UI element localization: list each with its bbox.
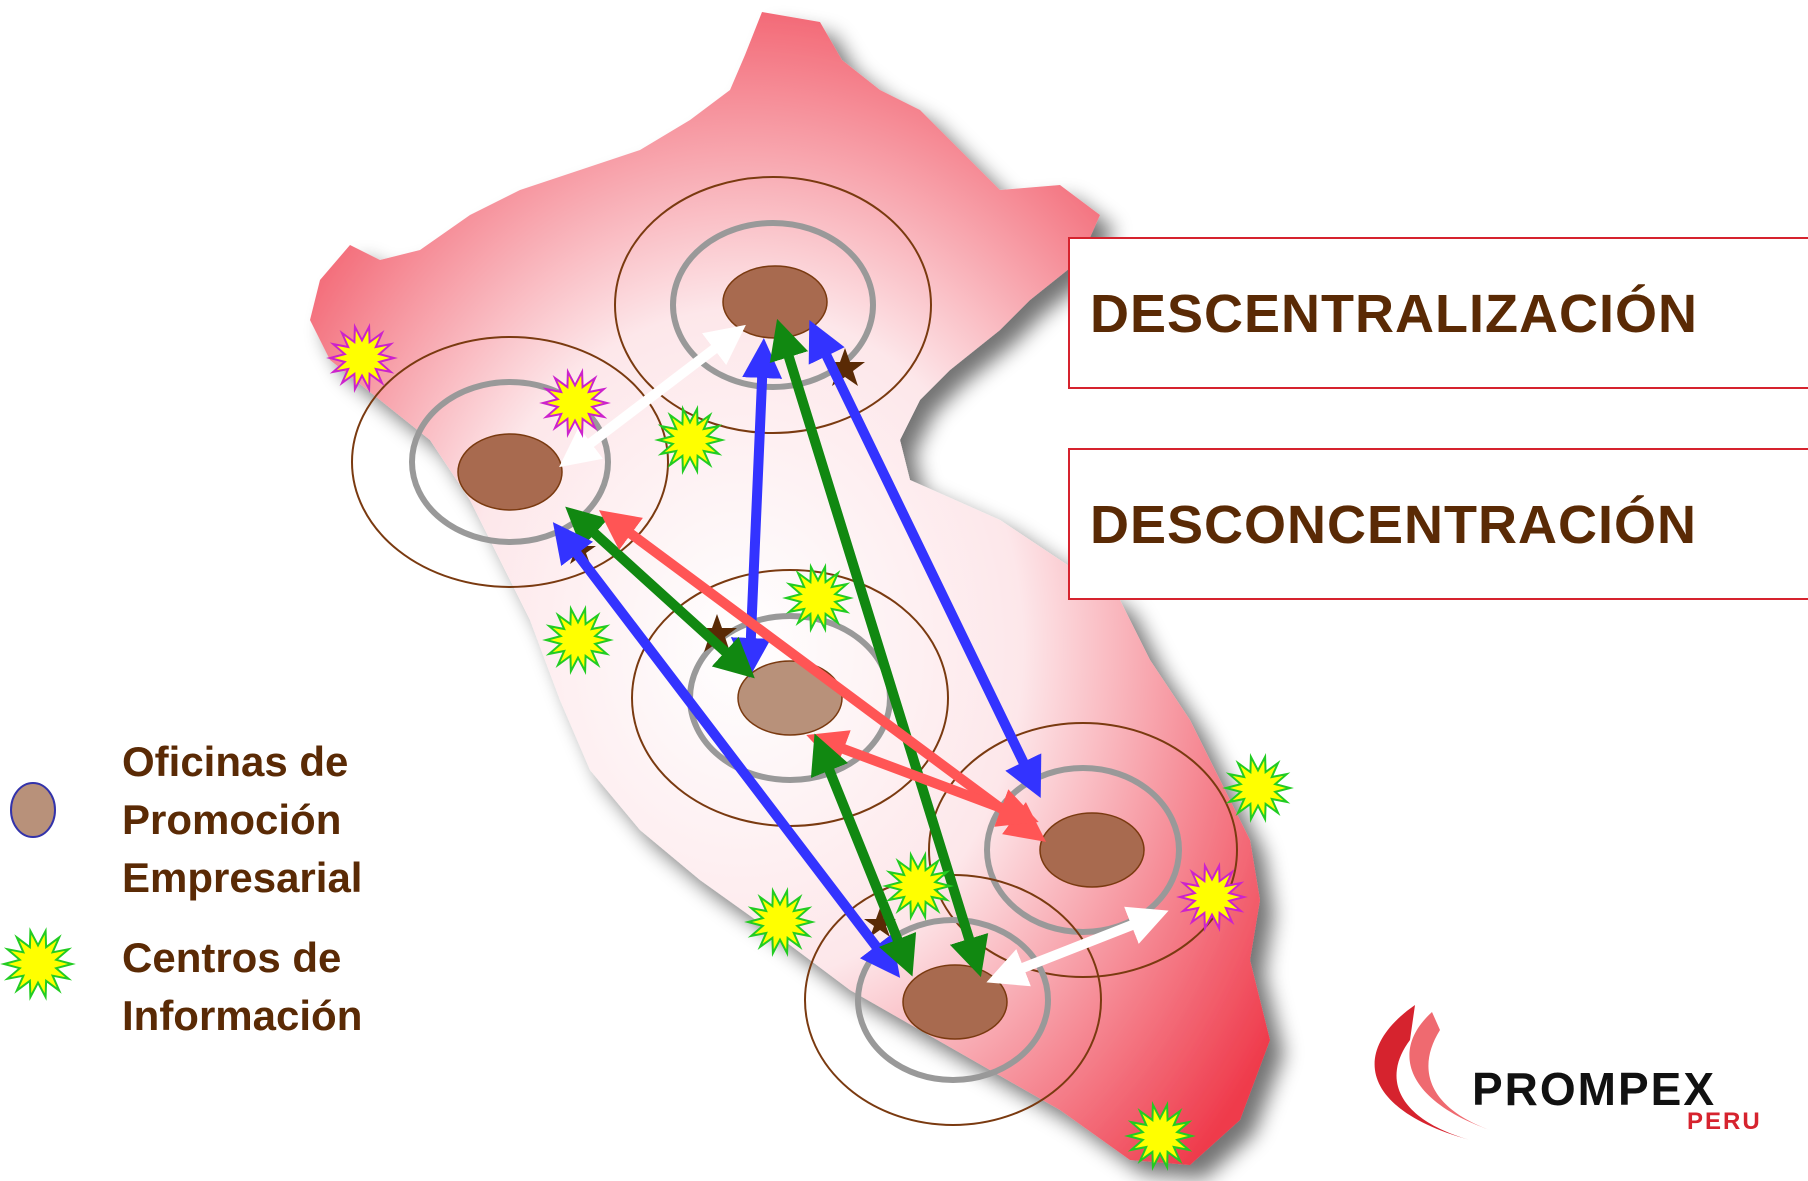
office-oval xyxy=(457,433,563,511)
info-center-legend-starburst-icon xyxy=(0,927,76,1001)
starburst-icon xyxy=(882,850,954,922)
prompex-logo-name: PROMPEX xyxy=(1472,1063,1717,1115)
starburst-icon xyxy=(744,886,816,958)
office-oval xyxy=(722,265,828,339)
legend-info-centers-line: Información xyxy=(122,992,363,1039)
decentralization-box: DESCENTRALIZACIÓN xyxy=(1068,237,1808,389)
arrow-white xyxy=(559,324,746,468)
deconcentration-box: DESCONCENTRACIÓN xyxy=(1068,448,1808,600)
starburst-icon xyxy=(542,604,614,676)
legend-offices-label: Oficinas de Promoción Empresarial xyxy=(122,733,362,907)
legend-info-centers-label: Centros de Información xyxy=(122,929,362,1045)
legend-info-centers-line: Centros de xyxy=(122,934,342,981)
prompex-logo-sub: PERU xyxy=(1687,1108,1762,1135)
legend-offices-line: Oficinas de xyxy=(122,738,349,785)
deconcentration-label: DESCONCENTRACIÓN xyxy=(1090,495,1698,555)
connection-arrows xyxy=(552,318,1169,987)
arrow-green xyxy=(810,733,917,977)
starburst-icon xyxy=(1176,861,1248,933)
starburst-icon xyxy=(1222,752,1294,824)
starburst-icon xyxy=(326,322,398,394)
starburst-icon xyxy=(539,367,611,439)
legend-offices-line: Empresarial xyxy=(122,854,363,901)
office-oval xyxy=(1039,812,1145,888)
office-oval xyxy=(737,660,843,736)
arrow-white xyxy=(986,906,1169,987)
info-center-starbursts xyxy=(326,322,1294,1172)
starburst-icon xyxy=(782,562,854,634)
prompex-logo-swoosh xyxy=(1374,1005,1490,1140)
office-oval xyxy=(902,964,1008,1040)
decentralization-label: DESCENTRALIZACIÓN xyxy=(1090,284,1698,344)
green-starburst-icon xyxy=(0,927,76,1001)
starburst-icon xyxy=(1124,1100,1196,1172)
legend-offices-line: Promoción xyxy=(122,796,342,843)
office-legend-oval-icon xyxy=(10,782,56,838)
starburst-icon xyxy=(654,404,726,476)
